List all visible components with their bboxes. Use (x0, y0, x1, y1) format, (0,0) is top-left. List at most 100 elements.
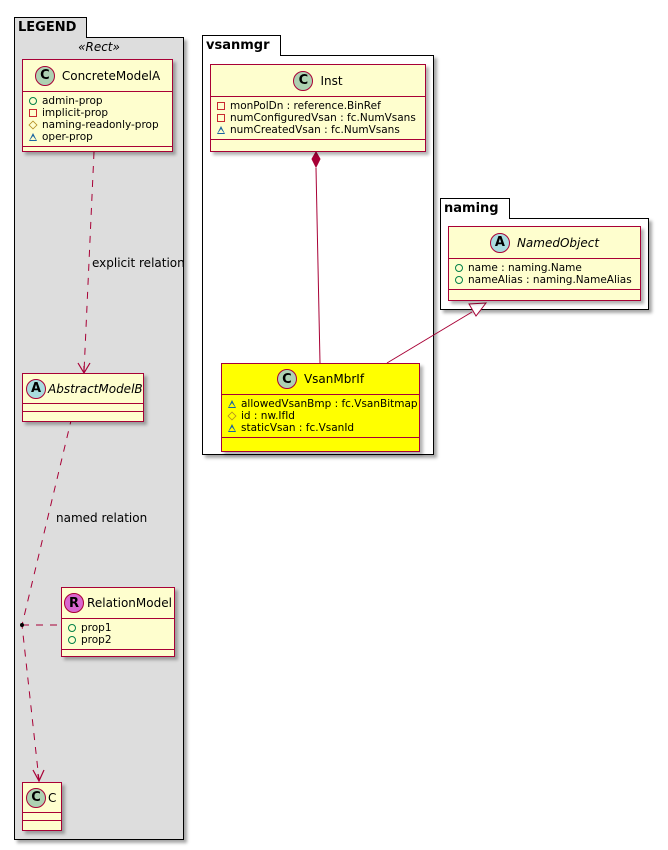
attribute-row: numCreatedVsan : fc.NumVsans (217, 124, 419, 136)
package-naming-title: naming (444, 201, 499, 216)
generalization-arrowhead (468, 302, 488, 317)
class-c[interactable]: C C (22, 782, 62, 831)
class-header: R RelationModel (62, 588, 174, 619)
class-vsan-mbr-if[interactable]: C VsanMbrIf allowedVsanBmp : fc.VsanBitm… (221, 363, 420, 452)
explicit-relation-label: explicit relation (92, 256, 185, 270)
class-name: C (48, 790, 57, 805)
attribute-row: monPolDn : reference.BinRef (217, 100, 419, 112)
class-attributes: monPolDn : reference.BinRef numConfigure… (211, 97, 425, 140)
class-operations (62, 650, 174, 658)
attribute-text: staticVsan : fc.VsanId (241, 422, 355, 434)
class-name: NamedObject (516, 235, 600, 250)
association-point (20, 623, 24, 627)
class-operations (449, 290, 640, 298)
named-relation-arrowhead (32, 769, 45, 783)
class-header: C ConcreteModelA (23, 60, 172, 92)
public-visibility-icon (68, 624, 76, 632)
class-c-icon: C (293, 70, 314, 91)
attribute-text: allowedVsanBmp : fc.VsanBitmap (241, 398, 418, 410)
class-concrete-model-a[interactable]: C ConcreteModelA admin-prop implicit-pro… (22, 59, 173, 152)
attribute-text: monPolDn : reference.BinRef (230, 100, 381, 112)
public-visibility-icon (68, 636, 76, 644)
class-operations (222, 438, 419, 446)
package-visibility-icon (228, 424, 236, 432)
class-attributes: prop1 prop2 (62, 619, 174, 650)
protected-visibility-icon (28, 120, 38, 130)
attribute-row: implicit-prop (29, 107, 166, 119)
class-c-icon: C (276, 369, 297, 389)
explicit-relation-line (83, 151, 95, 373)
package-visibility-icon (217, 126, 225, 134)
attribute-row: id : nw.IfId (227, 410, 413, 422)
package-naming-tab: naming (440, 198, 510, 219)
class-header: A NamedObject (449, 227, 640, 259)
package-legend-tab: LEGEND (14, 17, 88, 38)
class-c-icon: C (26, 787, 46, 808)
attribute-text: admin-prop (42, 95, 103, 107)
class-operations (23, 412, 143, 420)
attribute-row: numConfiguredVsan : fc.NumVsans (217, 112, 419, 124)
attribute-row: naming-readonly-prop (28, 119, 166, 131)
public-visibility-icon (29, 97, 37, 105)
class-relation-model[interactable]: R RelationModel prop1 prop2 (61, 587, 175, 657)
relation-r-icon: R (64, 593, 85, 613)
class-named-object[interactable]: A NamedObject name : naming.Name nameAli… (448, 226, 641, 301)
attribute-text: naming-readonly-prop (42, 119, 159, 131)
class-operations (211, 140, 425, 148)
class-attributes: name : naming.Name nameAlias : naming.Na… (449, 259, 640, 290)
package-legend-title: LEGEND (18, 20, 77, 35)
package-vsanmgr-tab: vsanmgr (202, 35, 281, 56)
class-attributes (23, 813, 61, 821)
attribute-text: id : nw.IfId (241, 410, 295, 422)
attribute-row: staticVsan : fc.VsanId (228, 422, 413, 434)
package-visibility-icon (29, 133, 37, 141)
class-header: C VsanMbrIf (222, 364, 419, 395)
generalization-line (386, 311, 473, 364)
class-operations (23, 147, 172, 155)
attribute-row: nameAlias : naming.NameAlias (455, 274, 634, 286)
attribute-row: allowedVsanBmp : fc.VsanBitmap (228, 398, 418, 410)
abstract-a-icon: A (489, 232, 510, 253)
attribute-row: prop1 (68, 622, 168, 634)
public-visibility-icon (455, 276, 463, 284)
class-name: ConcreteModelA (61, 68, 161, 83)
private-visibility-icon (29, 109, 37, 117)
attribute-text: numCreatedVsan : fc.NumVsans (230, 124, 400, 136)
package-visibility-icon (228, 400, 236, 408)
class-header: A AbstractModelB (23, 374, 143, 404)
class-c-icon: C (34, 65, 55, 86)
private-visibility-icon (217, 102, 225, 110)
attribute-text: oper-prop (42, 131, 93, 143)
attribute-text: implicit-prop (42, 107, 109, 119)
attribute-row: prop2 (68, 634, 168, 646)
composition-diamond (311, 150, 321, 169)
attribute-text: prop2 (81, 634, 112, 646)
private-visibility-icon (217, 114, 225, 122)
package-legend (14, 37, 184, 840)
legend-stereotype: «Rect» (78, 40, 120, 54)
class-attributes (23, 404, 143, 412)
named-relation-label: named relation (56, 511, 148, 525)
class-operations (23, 821, 61, 829)
package-vsanmgr-title: vsanmgr (206, 38, 270, 53)
class-name: RelationModel (87, 596, 172, 610)
class-attributes: admin-prop implicit-prop naming-readonly… (23, 92, 172, 147)
composition-line (315, 167, 321, 364)
class-inst[interactable]: C Inst monPolDn : reference.BinRef numCo… (210, 64, 426, 152)
class-header: C Inst (211, 65, 425, 97)
class-name: Inst (320, 73, 343, 88)
attribute-text: name : naming.Name (468, 262, 582, 274)
attribute-row: oper-prop (29, 131, 166, 143)
abstract-a-icon: A (26, 378, 46, 399)
class-name: AbstractModelB (48, 381, 143, 396)
class-attributes: allowedVsanBmp : fc.VsanBitmap id : nw.I… (222, 395, 419, 438)
protected-visibility-icon (227, 411, 237, 421)
class-name: VsanMbrIf (303, 372, 365, 386)
attribute-row: name : naming.Name (455, 262, 634, 274)
class-abstract-model-b[interactable]: A AbstractModelB (22, 373, 144, 422)
attribute-text: nameAlias : naming.NameAlias (468, 274, 632, 286)
attribute-text: numConfiguredVsan : fc.NumVsans (230, 112, 416, 124)
attribute-row: admin-prop (29, 95, 166, 107)
class-header: C C (23, 783, 61, 813)
